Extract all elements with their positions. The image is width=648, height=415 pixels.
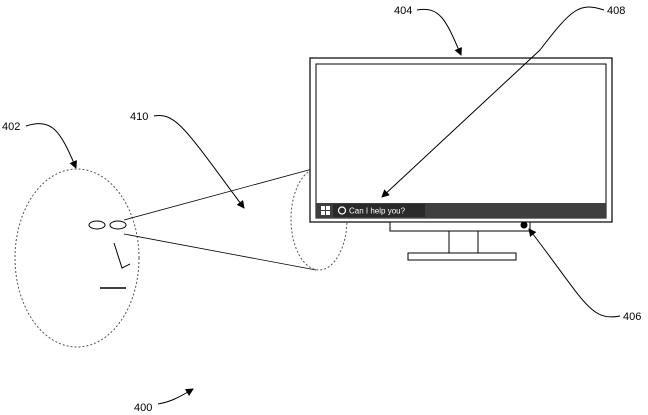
monitor-base: [407, 252, 517, 261]
leader-408: [381, 6, 605, 198]
leader-406: [528, 228, 621, 318]
leader-410: [153, 114, 245, 209]
monitor-chin: [389, 221, 531, 232]
windows-logo-icon[interactable]: [321, 206, 330, 215]
monitor-neck: [448, 230, 479, 254]
right-eye: [109, 220, 127, 230]
label-410: 410: [130, 111, 148, 123]
label-400: 400: [134, 402, 152, 414]
nose: [113, 242, 131, 269]
leader-402: [25, 123, 77, 169]
monitor: Can I help you?: [309, 57, 613, 261]
search-box[interactable]: [333, 204, 425, 217]
left-eye: [88, 220, 106, 230]
gaze-line-lower: [123, 233, 317, 271]
label-404: 404: [394, 5, 412, 17]
label-408: 408: [607, 5, 625, 17]
leader-404: [416, 8, 462, 56]
gaze-line-upper: [123, 167, 317, 221]
cortana-ring-icon[interactable]: [337, 206, 347, 215]
leader-400: [157, 388, 194, 405]
search-prompt-text: Can I help you?: [349, 207, 406, 216]
monitor-screen: [315, 63, 607, 219]
camera-dot-icon: [520, 221, 528, 229]
label-402: 402: [2, 121, 20, 133]
label-406: 406: [623, 311, 641, 323]
head-outline: [14, 168, 140, 348]
person-head: [14, 168, 140, 348]
